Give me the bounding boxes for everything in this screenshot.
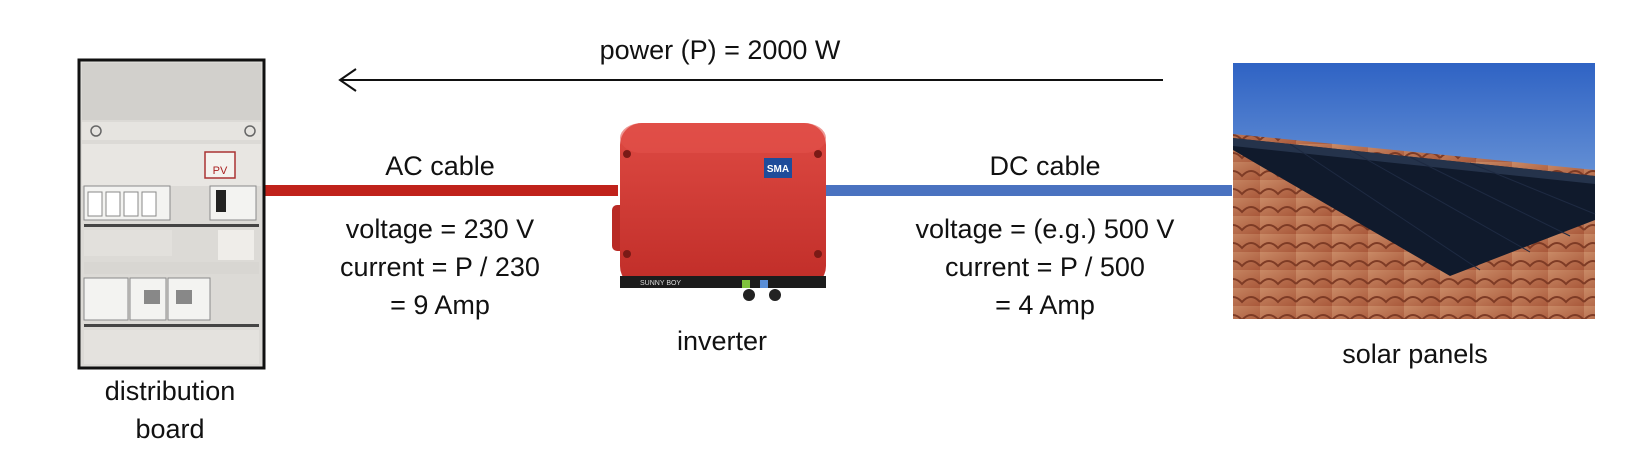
inverter-model-text: SUNNY BOY — [640, 280, 681, 287]
ac-cable-specs: voltage = 230 V current = P / 230 = 9 Am… — [300, 210, 580, 324]
power-flow-arrow — [338, 68, 1163, 92]
ac-current-formula: current = P / 230 — [340, 252, 540, 282]
dc-cable-specs: voltage = (e.g.) 500 V current = P / 500… — [880, 210, 1210, 324]
dc-cable-line — [826, 185, 1232, 196]
ac-cable-title: AC cable — [385, 151, 495, 181]
inverter-label: inverter — [676, 326, 768, 356]
ac-current-value: = 9 Amp — [390, 290, 490, 320]
dc-current-formula: current = P / 500 — [945, 252, 1145, 282]
ac-cable-line — [262, 185, 618, 196]
distribution-board-image: PV — [77, 58, 266, 370]
dc-voltage-text: voltage = (e.g.) 500 V — [915, 214, 1175, 244]
power-label: power (P) = 2000 W — [599, 35, 841, 65]
dc-current-value: = 4 Amp — [995, 290, 1095, 320]
distribution-board-label: distribution board — [104, 376, 236, 444]
dc-cable-title: DC cable — [989, 151, 1101, 181]
inverter-brand-logo: SMA — [767, 164, 789, 175]
solar-panels-image — [1233, 63, 1596, 319]
ac-voltage-text: voltage = 230 V — [345, 214, 535, 244]
pv-tag: PV — [213, 165, 228, 177]
inverter-image: SMA SUNNY BOY — [612, 123, 826, 301]
solar-panels-label: solar panels — [1342, 339, 1488, 369]
